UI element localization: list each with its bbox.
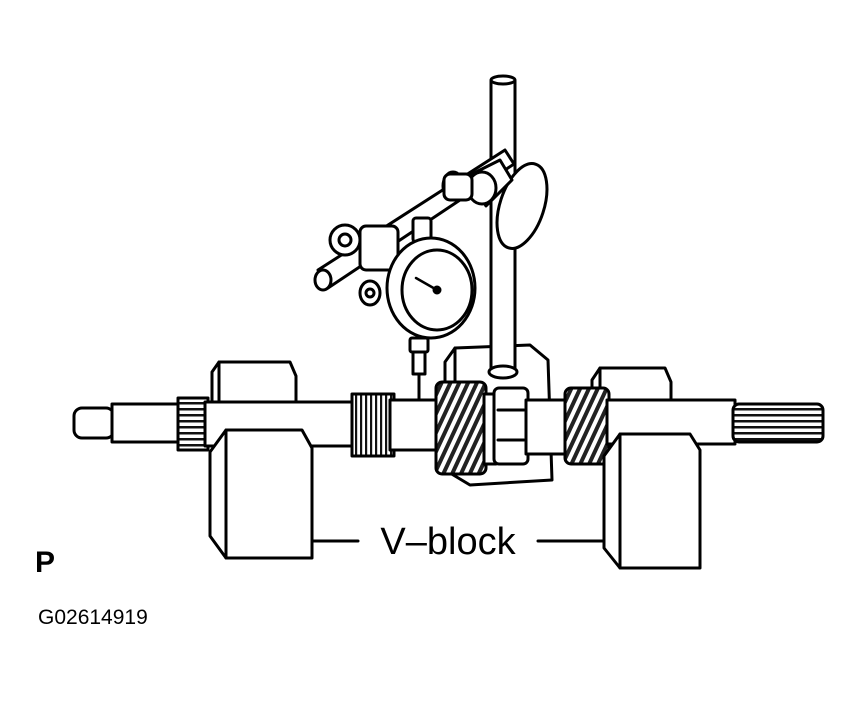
figure-id: G02614919 (38, 606, 148, 629)
v-block-front-right (602, 432, 702, 570)
clamp-knob (466, 158, 549, 250)
arm-clamp (441, 170, 474, 202)
v-block-rear-left (210, 360, 298, 406)
shaft (72, 380, 825, 476)
v-block-label: V–block (380, 521, 516, 563)
corner-letter: P (35, 546, 56, 579)
v-block-front-left (208, 428, 314, 560)
dial-indicator (385, 216, 477, 411)
dial-clamp (328, 223, 400, 307)
